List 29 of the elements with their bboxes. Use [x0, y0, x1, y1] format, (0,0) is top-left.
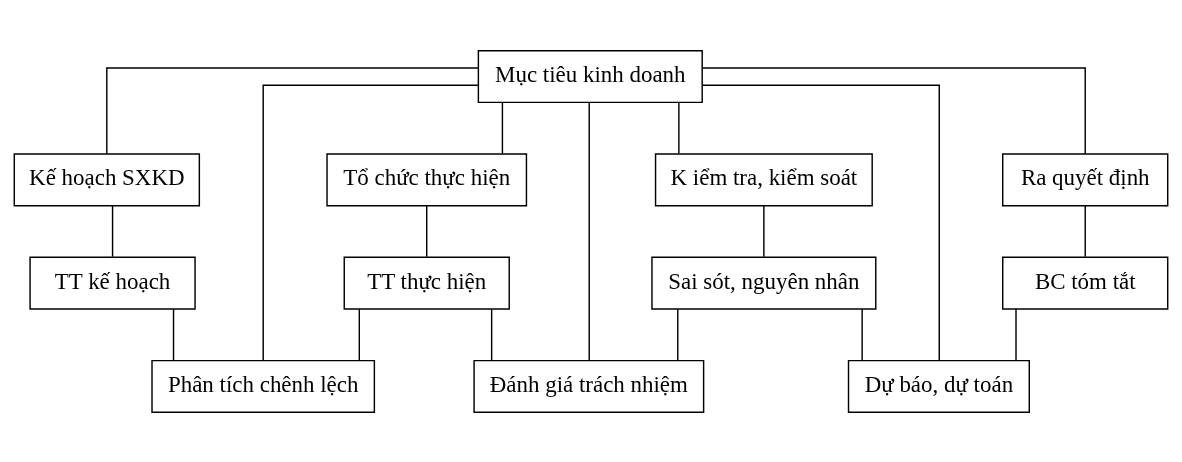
connector	[1015, 308, 1017, 361]
node-box: TT kế hoạch	[29, 256, 196, 310]
connector	[358, 308, 361, 361]
node-box: Đánh giá trách nhiệm	[473, 359, 705, 413]
connector	[677, 308, 679, 361]
node-box: Kế hoạch SXKD	[13, 152, 201, 206]
node-box: Sai sót, nguyên nhân	[651, 256, 877, 310]
node-box: K iểm tra, kiểm soát	[654, 152, 873, 206]
node-box: Ra quyết định	[1002, 152, 1169, 206]
connector	[106, 66, 479, 155]
connector	[111, 204, 114, 257]
connector	[262, 83, 479, 361]
node-box: Mục tiêu kinh doanh	[477, 49, 703, 103]
connector	[701, 83, 940, 361]
connector	[763, 204, 765, 257]
connector	[701, 66, 1086, 155]
connector	[172, 308, 175, 361]
connector	[861, 308, 863, 361]
connector	[588, 101, 590, 361]
connector	[678, 101, 680, 154]
node-box: Phân tích chênh lệch	[151, 359, 376, 413]
node-box: Dự báo, dự toán	[847, 359, 1030, 413]
connector	[490, 308, 493, 361]
node-box: TT thực hiện	[343, 256, 510, 310]
node-box: BC tóm tắt	[1002, 256, 1169, 310]
node-box: Tổ chức thực hiện	[326, 152, 528, 206]
connector	[501, 101, 504, 154]
connector	[426, 204, 428, 257]
connector	[1084, 204, 1086, 257]
